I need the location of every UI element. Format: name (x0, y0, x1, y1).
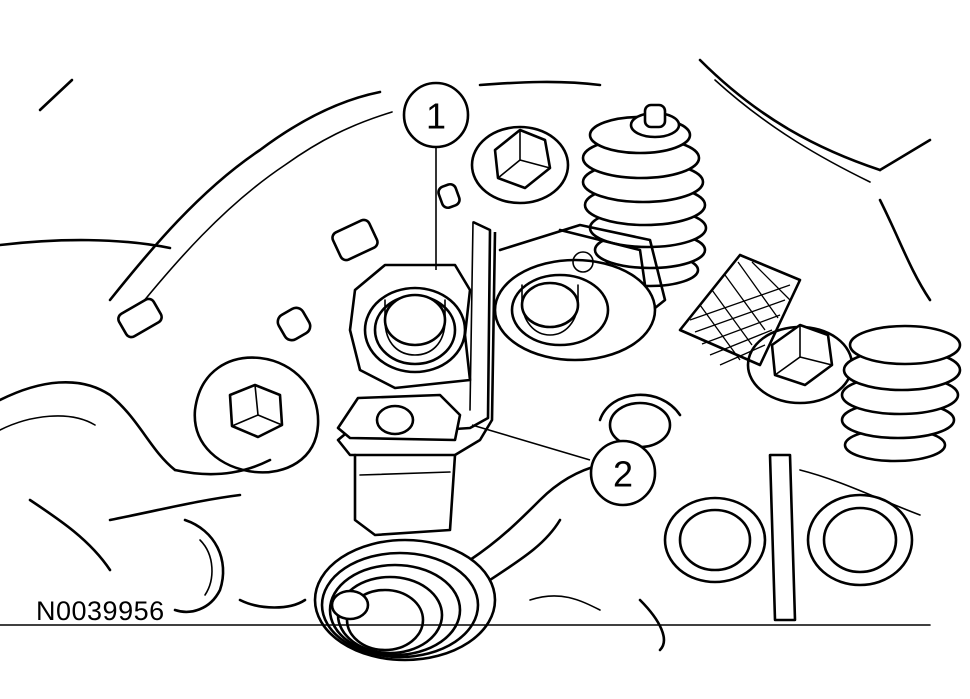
bracket-component-1 (348, 263, 472, 390)
locating-pins (117, 182, 461, 342)
figure-id-label: N0039956 (36, 596, 165, 626)
plate-component-2 (336, 220, 497, 537)
left-bolt (193, 356, 320, 474)
lower-right-cups (663, 453, 921, 622)
hatched-section (678, 253, 802, 367)
callout-1: 1 (402, 81, 470, 270)
callout-2: 2 (471, 424, 657, 507)
rocker-arm-assembly (493, 223, 667, 362)
callout-1-label: 1 (426, 96, 446, 137)
valve-spring-right (840, 324, 962, 463)
callout-2-label: 2 (613, 454, 633, 495)
valve-spring-left (581, 103, 708, 288)
rubber-boot (313, 538, 497, 662)
cylinder-head-outline (0, 58, 932, 652)
lower-seal-boss (598, 393, 682, 449)
